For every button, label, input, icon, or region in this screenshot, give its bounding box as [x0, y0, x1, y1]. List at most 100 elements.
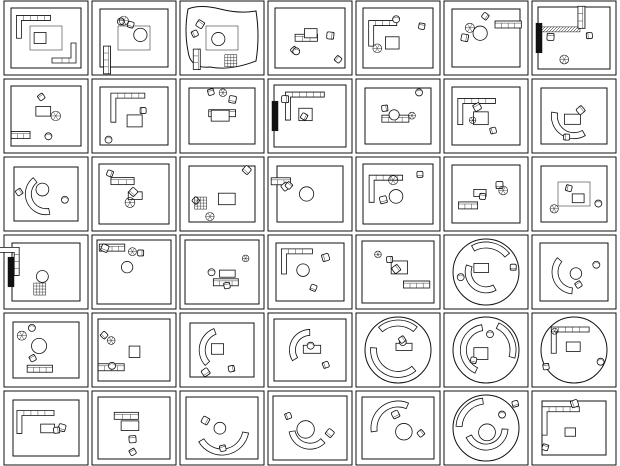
plant-symbol	[107, 336, 116, 345]
sofa-symbol	[577, 5, 586, 29]
table-symbol	[473, 263, 490, 273]
room-outline	[451, 164, 521, 224]
armchair-symbol	[200, 367, 211, 378]
rug-symbol	[205, 25, 239, 51]
armchair-symbol	[139, 107, 147, 114]
armchair-symbol	[190, 29, 199, 38]
armchair-symbol	[511, 400, 520, 408]
plant-symbol	[559, 54, 570, 65]
l-sofa-symbol	[284, 91, 325, 121]
armchair-symbol	[542, 362, 550, 371]
armchair-symbol	[137, 249, 145, 257]
floor-plan-cell	[179, 156, 265, 232]
floor-plan-cell	[267, 78, 353, 154]
table-symbol	[296, 420, 315, 439]
solid-block-symbol	[271, 100, 279, 132]
table-symbol	[473, 111, 489, 126]
bar-counter-symbol	[537, 26, 581, 33]
table-symbol	[564, 427, 576, 437]
room-outline	[13, 166, 79, 222]
table-symbol	[211, 32, 226, 47]
room-outline	[452, 316, 520, 384]
room-outline	[188, 87, 256, 145]
solid-block-symbol	[7, 256, 15, 288]
floor-plan-cell	[355, 78, 441, 154]
round-chair-symbol	[592, 260, 601, 269]
room-outline	[276, 165, 344, 223]
floor-plan-cell	[267, 0, 353, 76]
table-symbol	[35, 106, 52, 117]
armchair-symbol	[15, 187, 24, 197]
round-chair-symbol	[104, 135, 113, 144]
rug-symbol	[117, 25, 151, 51]
room-outline	[540, 87, 608, 145]
sofa-symbol	[192, 48, 201, 70]
cell-frame	[179, 234, 265, 310]
room-outline	[97, 318, 171, 382]
l-sofa-symbol	[16, 15, 51, 39]
l-sofa-symbol	[281, 248, 313, 275]
plant-symbol	[218, 88, 227, 97]
sofa-symbol	[270, 177, 291, 186]
curved-sofa-symbol	[370, 400, 410, 433]
plant-symbol	[128, 247, 137, 256]
sofa-symbol	[26, 364, 53, 373]
round-chair-symbol	[498, 410, 506, 419]
room-outline	[361, 240, 435, 304]
cell-frame	[443, 156, 529, 232]
floor-plan-cell	[531, 0, 617, 76]
room-outline	[451, 86, 521, 146]
room-outline	[273, 318, 347, 382]
room-outline	[274, 7, 346, 69]
cell-frame	[267, 234, 353, 310]
floor-plan-cell	[179, 390, 265, 466]
floor-plan-cell	[3, 390, 89, 466]
curved-sofa-symbol	[455, 397, 484, 428]
plant-symbol	[241, 254, 250, 263]
floor-plan-cell	[443, 312, 529, 388]
armchair-symbol	[206, 88, 215, 96]
table-symbol	[395, 423, 413, 441]
room-outline	[452, 394, 520, 462]
armchair-symbol	[546, 32, 555, 41]
table-symbol	[473, 347, 489, 360]
floor-plan-cell	[443, 234, 529, 310]
room-outline	[539, 242, 609, 302]
table-symbol	[564, 113, 581, 125]
floor-plan-cell	[179, 312, 265, 388]
l-sofa-symbol	[368, 174, 404, 203]
curved-sofa-symbol	[198, 431, 250, 456]
cell-frame	[267, 390, 353, 466]
round-chair-symbol	[594, 199, 603, 208]
armchair-symbol	[284, 180, 294, 190]
room-outline	[540, 165, 608, 223]
armchair-symbol	[321, 360, 330, 369]
rug-symbol	[29, 25, 63, 51]
grid-tile-symbol	[224, 54, 238, 68]
room-outline	[98, 163, 170, 225]
plant-symbol	[549, 204, 559, 214]
armchair-symbol	[126, 20, 135, 29]
plant-symbol	[16, 330, 27, 341]
plant-symbol	[408, 111, 416, 120]
sofa-symbol	[103, 45, 111, 75]
armchair-symbol	[416, 428, 426, 438]
round-chair-symbol	[292, 47, 301, 56]
table-symbol	[217, 192, 236, 206]
round-chair-symbol	[207, 268, 216, 277]
grid-tile-symbol	[194, 196, 207, 210]
armchair-symbol	[128, 435, 137, 444]
armchair-symbol	[36, 92, 46, 102]
round-chair-symbol	[596, 357, 605, 366]
sofa-symbol	[403, 280, 431, 289]
armchair-symbol	[489, 126, 497, 135]
floor-plan-cell	[179, 78, 265, 154]
solid-block-symbol	[535, 22, 543, 54]
floor-plan-cell	[91, 234, 177, 310]
table-symbol	[40, 423, 56, 434]
curved-sofa-symbol	[551, 257, 573, 295]
armchair-symbol	[479, 192, 487, 201]
sofa-symbol	[458, 201, 479, 210]
armchair-symbol	[321, 253, 331, 263]
cell-frame	[3, 312, 89, 388]
